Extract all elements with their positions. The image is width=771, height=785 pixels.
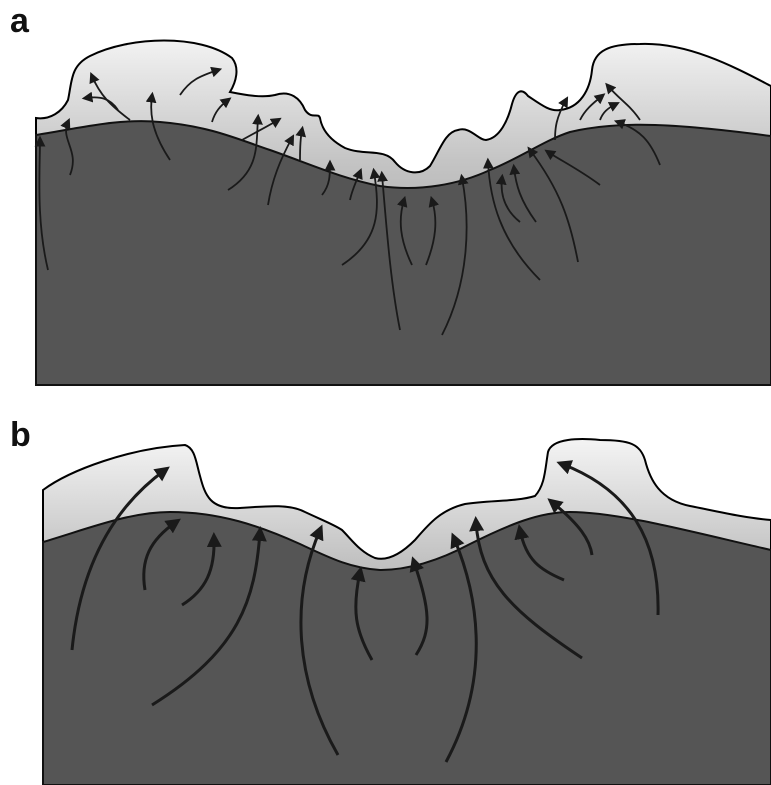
deep-layer-a [36, 121, 771, 385]
panel-a-diagram [0, 0, 771, 390]
panel-b-diagram [0, 400, 771, 785]
